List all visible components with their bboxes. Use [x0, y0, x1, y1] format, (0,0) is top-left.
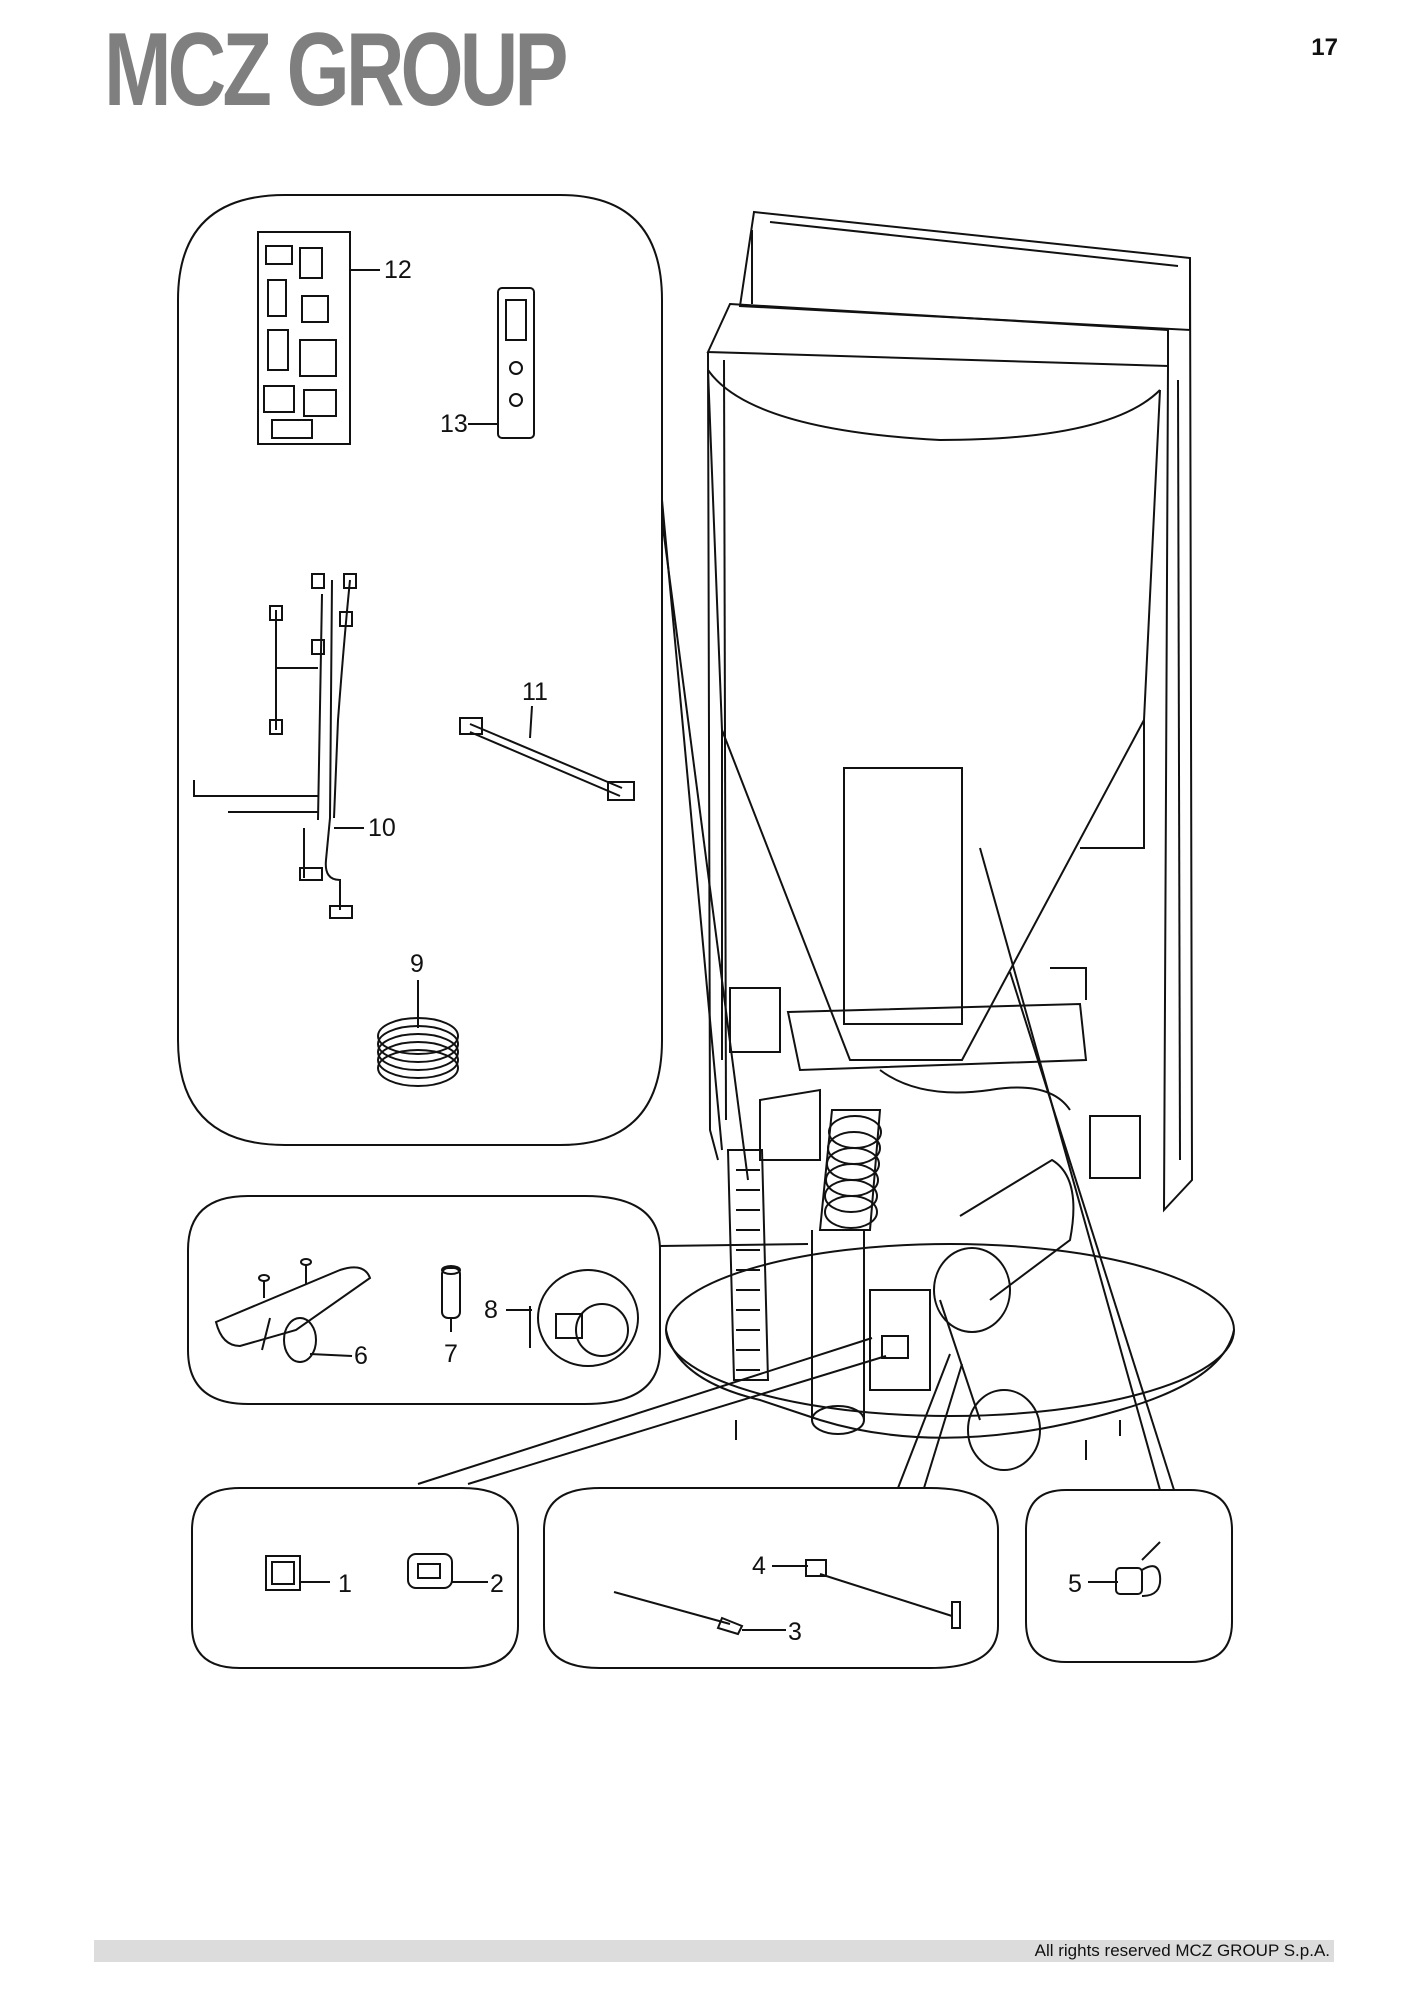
- brand-logo: MCZ GROUP: [104, 12, 569, 128]
- panel-thermostat: [1025, 1489, 1233, 1663]
- footer-bar: [94, 1940, 1334, 1962]
- callout-2: 2: [490, 1570, 504, 1598]
- callout-9: 9: [410, 950, 424, 978]
- callout-3: 3: [788, 1618, 802, 1646]
- page-number: 17: [1311, 34, 1338, 61]
- panel-fans: [187, 1195, 661, 1405]
- callout-11: 11: [522, 678, 548, 706]
- panel-electronics: [177, 194, 663, 1146]
- callout-7: 7: [444, 1340, 458, 1368]
- callout-13: 13: [440, 410, 468, 438]
- callout-4: 4: [752, 1552, 766, 1580]
- callout-5: 5: [1068, 1570, 1082, 1598]
- callout-8: 8: [484, 1296, 498, 1324]
- callout-10: 10: [368, 814, 396, 842]
- callout-6: 6: [354, 1342, 368, 1370]
- panel-switches: [191, 1487, 519, 1669]
- callout-1: 1: [338, 1570, 352, 1598]
- panel-sensors: [543, 1487, 999, 1669]
- footer-copyright: All rights reserved MCZ GROUP S.p.A.: [1034, 1941, 1330, 1960]
- callout-12: 12: [384, 256, 412, 284]
